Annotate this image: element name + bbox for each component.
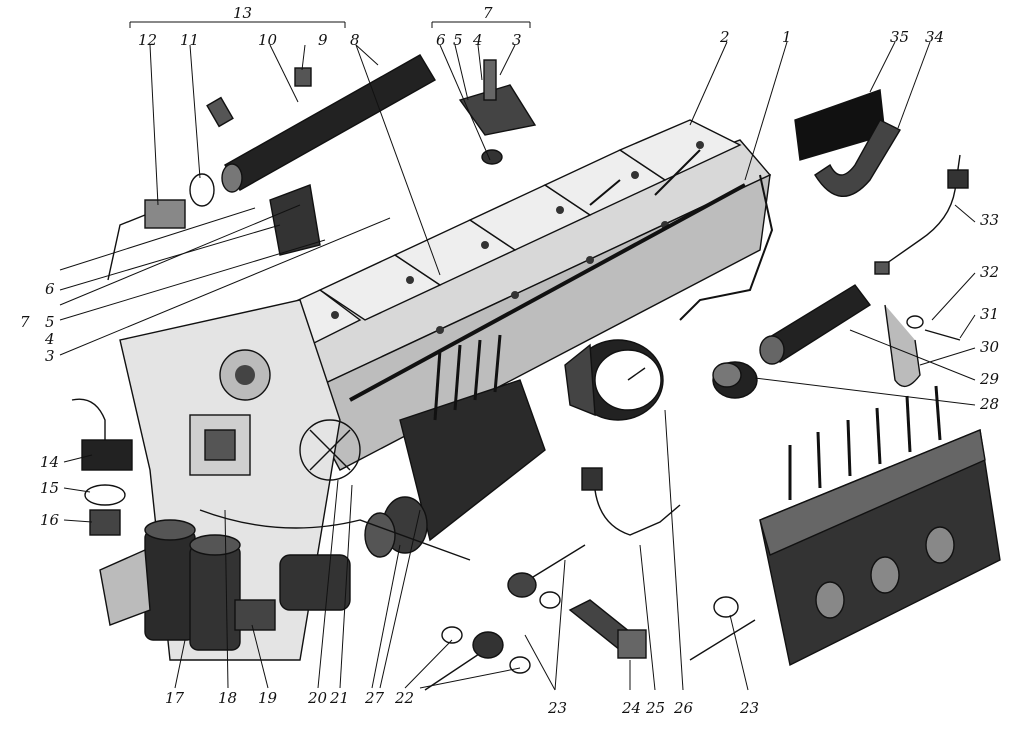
label-29: 29 — [979, 370, 1000, 388]
pipe-33 — [874, 154, 969, 275]
label-17: 17 — [165, 689, 185, 707]
label-19: 19 — [258, 689, 278, 707]
pipe-18 — [199, 509, 471, 561]
label-30: 30 — [980, 338, 1000, 356]
label-7-top: 7 — [483, 4, 493, 22]
label-22: 22 — [394, 689, 414, 707]
injection-pump-installed — [364, 334, 546, 558]
label-23-right: 23 — [739, 699, 759, 717]
label-13: 13 — [233, 4, 252, 22]
fuel-rail — [206, 54, 436, 193]
bracket-30 — [884, 304, 921, 388]
sleeve-28 — [712, 361, 758, 399]
banjo-bolt-23 — [507, 544, 586, 609]
injection-pump-detached — [689, 385, 1001, 667]
label-16: 16 — [40, 511, 60, 529]
label-5-top: 5 — [453, 31, 463, 49]
label-18: 18 — [218, 689, 237, 707]
label-27: 27 — [364, 689, 385, 707]
label-11: 11 — [180, 31, 199, 49]
label-34: 34 — [925, 28, 944, 46]
label-8: 8 — [350, 31, 360, 49]
label-14: 14 — [40, 453, 59, 471]
label-25: 25 — [645, 699, 665, 717]
bolt-24 — [568, 599, 647, 659]
label-28: 28 — [979, 395, 999, 413]
label-23-bottom: 23 — [547, 699, 567, 717]
label-2: 2 — [719, 28, 730, 46]
leader-lines — [59, 21, 976, 691]
label-15: 15 — [40, 479, 59, 497]
label-4-top: 4 — [472, 31, 483, 49]
label-6-top: 6 — [436, 31, 446, 49]
label-12: 12 — [138, 31, 157, 49]
label-33: 33 — [980, 211, 999, 229]
label-35: 35 — [890, 28, 909, 46]
cap-14 — [71, 398, 133, 471]
label-3-top: 3 — [512, 31, 522, 49]
injector-lines — [589, 149, 774, 321]
label-26: 26 — [673, 699, 694, 717]
label-31: 31 — [980, 305, 999, 323]
pressure-gauge-26 — [564, 339, 664, 421]
clamp-assembly-7 — [458, 59, 537, 165]
label-3-left: 3 — [45, 347, 55, 365]
label-32: 32 — [980, 263, 999, 281]
bolt-31 — [924, 329, 961, 341]
washer-15 — [84, 484, 126, 506]
label-7-left: 7 — [20, 313, 30, 331]
label-5-left: 5 — [45, 313, 55, 331]
washer-11 — [189, 173, 215, 207]
bracket-34 — [814, 119, 901, 197]
nozzle-16 — [89, 509, 121, 536]
fuel-filters — [99, 519, 241, 651]
cylinder-head-assembly — [253, 119, 772, 471]
fitting-12 — [107, 199, 186, 281]
washer-32 — [906, 315, 924, 329]
clamp-5 — [269, 184, 321, 256]
label-10: 10 — [258, 31, 278, 49]
hose-25 — [581, 467, 681, 536]
fuel-feed-pump — [234, 554, 351, 631]
label-24: 24 — [621, 699, 641, 717]
callout-labels: 13 12 11 10 9 8 7 6 5 4 3 2 1 35 34 6 7 … — [20, 4, 1000, 717]
label-6-left: 6 — [45, 280, 55, 298]
label-1: 1 — [782, 28, 792, 46]
label-9: 9 — [318, 31, 328, 49]
label-20: 20 — [307, 689, 328, 707]
label-4-left: 4 — [44, 330, 55, 348]
banjo-fitting-22 — [424, 626, 531, 691]
label-21: 21 — [329, 689, 349, 707]
filter-element-29 — [759, 284, 872, 365]
